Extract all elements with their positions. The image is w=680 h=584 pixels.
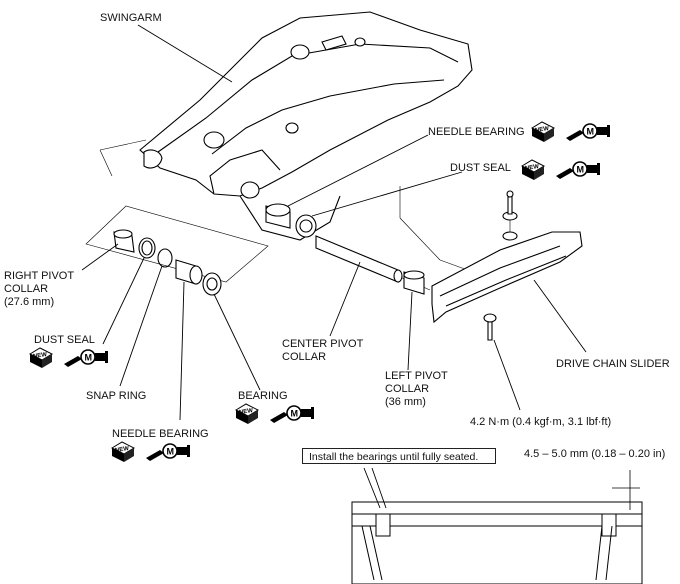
grease-icon-needle-bearing-bottom [145,443,191,462]
leader-lines [81,24,587,509]
left-pivot-collar-shape [403,270,425,295]
label-snap-ring: SNAP RING [86,390,147,402]
needle-bearing-shape [175,259,203,285]
new-icon-needle-bearing-bottom [111,441,135,463]
label-center-pivot-collar: CENTER PIVOT COLLAR [282,338,364,363]
label-needle-bearing-top: NEEDLE BEARING [428,126,525,138]
grease-icon-bearing [269,405,315,424]
label-bearing: BEARING [238,390,288,402]
right-pivot-collar-shape [113,229,135,253]
new-icon-needle-bearing-top [531,121,555,143]
label-depth-spec: 4.5 – 5.0 mm (0.18 – 0.20 in) [524,448,666,460]
dust-seal-top-shape [295,214,317,238]
swingarm-body [139,11,473,241]
label-torque-spec: 4.2 N·m (0.4 kgf·m, 3.1 lbf·ft) [470,416,612,428]
dust-seal-shape [138,237,156,259]
grease-icon-dust-seal-left [63,349,109,368]
label-dust-seal-top: DUST SEAL [450,162,511,174]
center-pivot-collar-shape [315,235,403,283]
install-note: Install the bearings until fully seated. [302,448,496,464]
installation-section-view [351,470,643,584]
snap-ring-shape [157,248,173,268]
label-swingarm: SWINGARM [100,12,162,24]
label-drive-chain-slider: DRIVE CHAIN SLIDER [556,358,670,370]
label-dust-seal-left: DUST SEAL [34,334,95,346]
label-left-pivot-collar: LEFT PIVOT COLLAR (36 mm) [385,370,448,408]
drive-chain-slider-shape [431,190,583,341]
label-needle-bearing-bottom: NEEDLE BEARING [112,428,209,440]
bearing-shape [202,272,222,296]
grease-icon-dust-seal-top [555,161,601,180]
grease-icon-needle-bearing-top [565,123,611,142]
label-right-pivot-collar: RIGHT PIVOT COLLAR (27.6 mm) [4,270,75,308]
new-icon-dust-seal-left [29,347,53,369]
new-icon-dust-seal-top [521,159,545,181]
new-icon-bearing [235,403,259,425]
needle-bearing-top-shape [265,203,291,229]
